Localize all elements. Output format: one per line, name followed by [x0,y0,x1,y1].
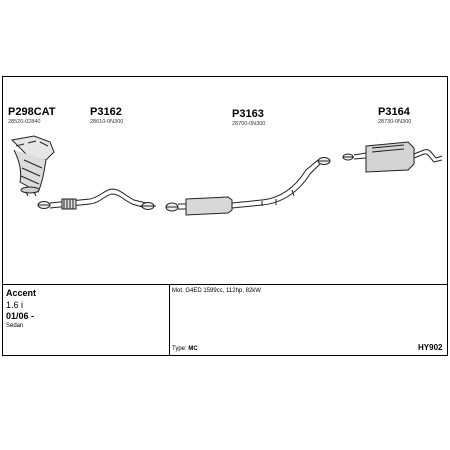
engine-size: 1.6 i [6,300,24,310]
part-code-catalyst: P298CAT [8,106,56,118]
part-code-rear-silencer: P3164 [378,106,410,118]
front-pipe-drawing [37,188,156,210]
rear-silencer-drawing [342,141,443,173]
part-number-front-pipe: 28610-0N300 [90,119,124,125]
catalytic-converter-manifold-drawing [10,135,55,197]
motor-spec: Mot. G4ED 1599cc, 112hp, 82kW [172,288,261,294]
part-number-rear-silencer: 28730-0N300 [378,119,412,125]
vehicle-model: Accent [6,288,37,298]
body-type: Sedan [6,323,24,329]
vertical-divider [169,285,170,356]
center-silencer-drawing [165,157,331,216]
part-code-center-silencer: P3163 [232,108,264,120]
type-field: Type: MC [172,346,198,353]
part-number-center-silencer: 28700-0N300 [232,121,266,127]
production-date: 01/06 - [6,311,35,321]
type-value: MC [188,346,198,352]
divider-line [3,284,447,285]
part-number-catalyst: 28520-02840 [8,119,41,125]
catalog-code: HY902 [418,343,443,352]
part-code-front-pipe: P3162 [90,106,122,118]
diagram-frame [2,76,448,356]
type-label: Type: [172,346,187,352]
